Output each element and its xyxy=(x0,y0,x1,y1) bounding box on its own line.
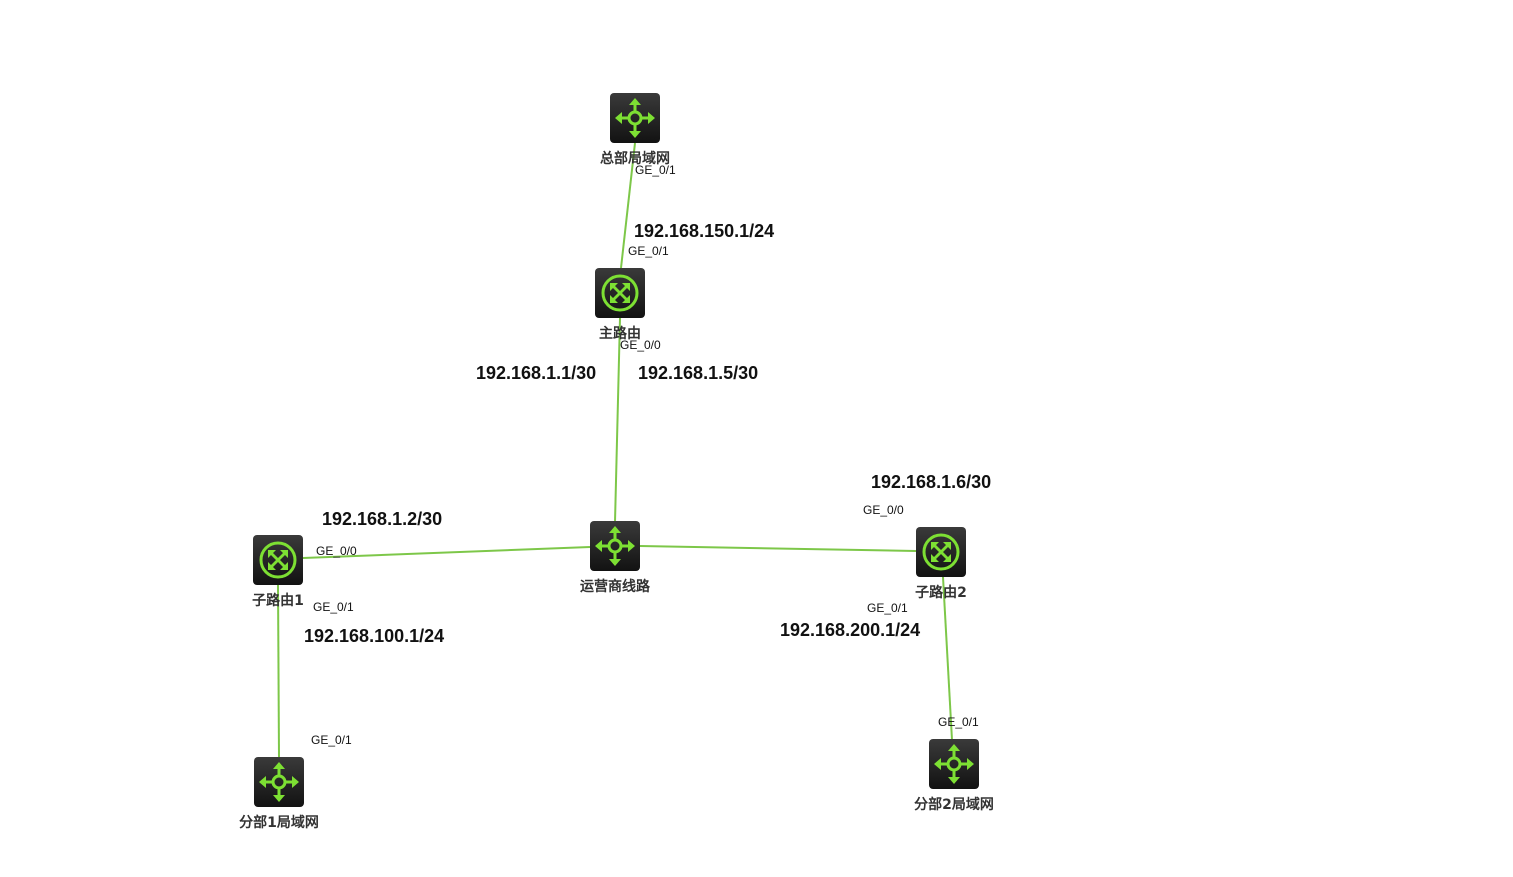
port-label: GE_0/0 xyxy=(316,544,357,558)
port-label: GE_0/0 xyxy=(620,338,661,352)
ip-label: 192.168.150.1/24 xyxy=(634,221,775,241)
port-label: GE_0/1 xyxy=(311,733,352,747)
router-icon xyxy=(922,533,960,571)
node-main-router[interactable] xyxy=(595,268,645,318)
link-hq-main[interactable] xyxy=(620,142,636,269)
ip-label: 192.168.1.5/30 xyxy=(638,363,759,383)
node-hq-lan[interactable] xyxy=(610,93,660,143)
switch-icon xyxy=(934,744,974,784)
link-isp-sub1[interactable] xyxy=(302,546,591,559)
link-main-isp[interactable] xyxy=(614,317,621,523)
node-sub-router2[interactable] xyxy=(916,527,966,577)
link-sub1-branch1[interactable] xyxy=(277,583,280,758)
ip-label: 192.168.1.2/30 xyxy=(322,509,443,529)
port-label: GE_0/1 xyxy=(867,601,908,615)
port-label: GE_0/1 xyxy=(628,244,669,258)
router-icon xyxy=(601,274,639,312)
port-label: GE_0/1 xyxy=(313,600,354,614)
switch-icon xyxy=(595,526,635,566)
link-isp-sub2[interactable] xyxy=(639,545,917,552)
node-label-branch1-lan: 分部1局域网 xyxy=(239,815,319,831)
switch-icon xyxy=(259,762,299,802)
node-label-branch2-lan: 分部2局域网 xyxy=(914,797,994,813)
router-icon xyxy=(259,541,297,579)
node-label-isp: 运营商线路 xyxy=(580,579,650,595)
port-label: GE_0/1 xyxy=(635,163,676,177)
ip-label: 192.168.100.1/24 xyxy=(304,626,445,646)
port-label: GE_0/0 xyxy=(863,503,904,517)
link-sub2-branch2[interactable] xyxy=(942,576,953,741)
node-sub-router1[interactable] xyxy=(253,535,303,585)
node-branch2-lan[interactable] xyxy=(929,739,979,789)
switch-icon xyxy=(615,98,655,138)
node-isp[interactable] xyxy=(590,521,640,571)
ip-label: 192.168.1.1/30 xyxy=(476,363,597,383)
ip-label: 192.168.1.6/30 xyxy=(871,472,992,492)
port-label: GE_0/1 xyxy=(938,715,979,729)
node-label-main-router: 主路由 xyxy=(599,326,641,342)
node-label-hq-lan: 总部局域网 xyxy=(600,151,670,167)
node-label-sub-router2: 子路由2 xyxy=(915,585,967,601)
node-branch1-lan[interactable] xyxy=(254,757,304,807)
ip-label: 192.168.200.1/24 xyxy=(780,620,921,640)
node-label-sub-router1: 子路由1 xyxy=(252,593,304,609)
